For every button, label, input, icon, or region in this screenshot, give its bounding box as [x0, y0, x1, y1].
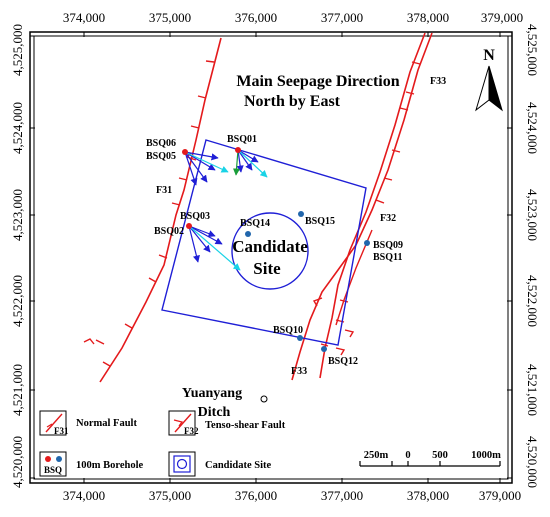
borehole-label: BSQ11: [373, 252, 402, 263]
candidate-site-label: Site: [253, 259, 281, 278]
x-tick-bottom: 374,000: [63, 488, 105, 503]
legend-borehole-icon: [39, 451, 67, 477]
y-tick-left: 4,525,000: [10, 24, 25, 76]
legend: F31 Normal Fault F32 Tenso-shear Fault B…: [39, 410, 286, 477]
north-arrow-icon: N: [475, 47, 503, 112]
svg-text:1000m: 1000m: [471, 450, 501, 461]
x-tick-top: 374,000: [63, 10, 105, 25]
candidate-site-circle: [231, 212, 309, 290]
borehole-bsq03: [186, 223, 192, 229]
borehole-label: BSQ05: [146, 151, 176, 162]
scale-bar: 250m 0 500 1000m: [359, 450, 501, 467]
borehole-markers: [182, 147, 370, 352]
borehole-bsq15: [298, 211, 304, 217]
y-tick-right: 4,521,000: [525, 364, 540, 416]
fault-label: F33: [291, 366, 307, 377]
fault-label: F31: [156, 185, 172, 196]
tick-marks: [30, 32, 512, 483]
borehole-label: BSQ02: [154, 226, 184, 237]
borehole-bsq06: [182, 149, 188, 155]
fault-f33-branch: [335, 229, 373, 326]
x-tick-top: 377,000: [321, 10, 363, 25]
borehole-bsq12: [321, 346, 327, 352]
x-tick-top: 375,000: [149, 10, 191, 25]
y-tick-left: 4,520,000: [10, 436, 25, 488]
borehole-label: BSQ03: [180, 211, 210, 222]
borehole-label: BSQ12: [328, 356, 358, 367]
borehole-label: BSQ14: [240, 218, 270, 229]
svg-text:F31: F31: [54, 426, 69, 436]
y-tick-right: 4,522,000: [525, 275, 540, 327]
map-subtitle: North by East: [244, 93, 341, 110]
borehole-bsq09: [364, 240, 370, 246]
legend-borehole-label: 100m Borehole: [76, 460, 144, 471]
map-frame: [29, 31, 513, 484]
y-tick-right: 4,524,000: [525, 102, 540, 154]
svg-text:BSQ: BSQ: [44, 465, 62, 475]
x-tick-top: 376,000: [235, 10, 277, 25]
fault-label: F32: [380, 213, 396, 224]
y-tick-left: 4,521,000: [10, 364, 25, 416]
x-tick-bottom: 376,000: [235, 488, 277, 503]
y-tick-right: 4,525,000: [525, 24, 540, 76]
x-tick-bottom: 379,000: [479, 488, 521, 503]
x-tick-bottom: 375,000: [149, 488, 191, 503]
legend-tenso-shear-label: Tenso-shear Fault: [205, 420, 286, 431]
svg-text:250m: 250m: [364, 450, 389, 461]
candidate-site-boundary: [161, 139, 367, 346]
borehole-label: BSQ01: [227, 134, 257, 145]
svg-text:F32: F32: [184, 426, 199, 436]
ditch-marker: [260, 395, 268, 403]
borehole-label: BSQ06: [146, 138, 176, 149]
fault-label: F33: [430, 76, 446, 87]
x-tick-top: 379,000: [481, 10, 523, 25]
borehole-bsq10: [297, 335, 303, 341]
borehole-bsq14: [245, 231, 251, 237]
ditch-label: Ditch: [198, 405, 231, 420]
svg-text:N: N: [483, 47, 495, 64]
y-tick-right: 4,520,000: [525, 436, 540, 488]
fault-f31-line: [99, 37, 222, 383]
ditch-label: Yuanyang: [182, 386, 242, 401]
legend-candidate-site-label: Candidate Site: [205, 460, 272, 471]
map-title: Main Seepage Direction: [236, 73, 399, 90]
y-tick-left: 4,523,000: [10, 189, 25, 241]
y-tick-left: 4,524,000: [10, 102, 25, 154]
x-tick-bottom: 378,000: [407, 488, 449, 503]
borehole-bsq01: [235, 147, 241, 153]
svg-text:500: 500: [432, 450, 448, 461]
legend-normal-fault-label: Normal Fault: [76, 418, 137, 429]
borehole-label: BSQ15: [305, 216, 335, 227]
svg-text:0: 0: [405, 450, 410, 461]
map-frame-inner: [33, 35, 509, 480]
borehole-label: BSQ09: [373, 240, 403, 251]
x-tick-top: 378,000: [407, 10, 449, 25]
y-tick-right: 4,523,000: [525, 189, 540, 241]
borehole-label: BSQ10: [273, 325, 303, 336]
y-tick-left: 4,522,000: [10, 275, 25, 327]
flow-arrows: [184, 149, 268, 271]
candidate-site-label: Candidate: [232, 237, 308, 256]
x-tick-bottom: 377,000: [321, 488, 363, 503]
